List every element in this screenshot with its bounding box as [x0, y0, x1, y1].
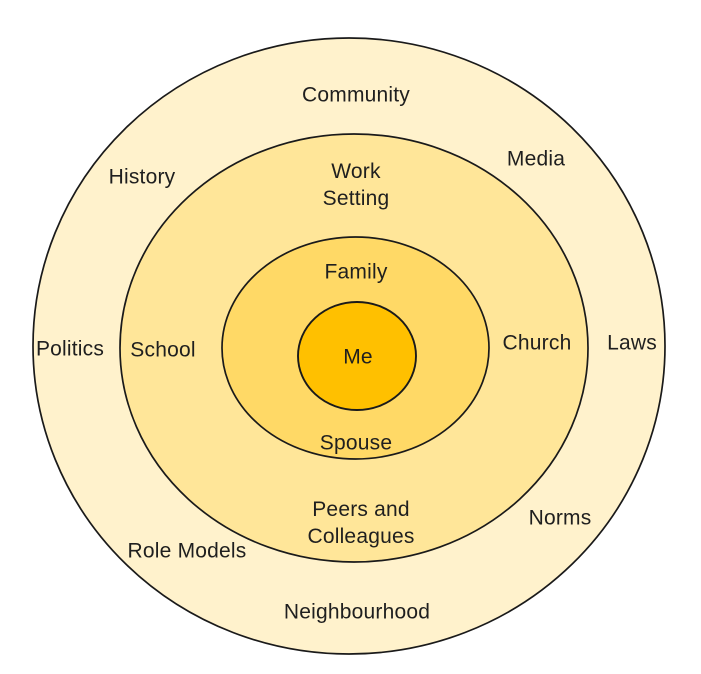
label-work-setting: Work Setting: [323, 158, 390, 212]
label-norms: Norms: [528, 506, 592, 530]
label-peers-line1: Peers and: [312, 498, 410, 521]
label-spouse: Spouse: [319, 431, 393, 455]
label-laws: Laws: [607, 331, 657, 355]
label-work-setting-line1: Work: [331, 160, 381, 183]
label-family: Family: [324, 260, 388, 284]
label-school: School: [130, 338, 196, 362]
label-history: History: [108, 165, 176, 189]
label-politics: Politics: [35, 337, 105, 361]
label-community: Community: [302, 83, 410, 107]
label-media: Media: [506, 147, 566, 171]
label-peers-and-colleagues: Peers and Colleagues: [307, 496, 414, 550]
center-ellipse: [297, 301, 417, 411]
label-peers-line2: Colleagues: [307, 525, 415, 548]
label-role-models: Role Models: [127, 539, 247, 563]
label-neighbourhood: Neighbourhood: [283, 600, 431, 624]
label-work-setting-line2: Setting: [322, 187, 390, 210]
label-me: Me: [343, 345, 373, 369]
label-church: Church: [502, 331, 572, 355]
